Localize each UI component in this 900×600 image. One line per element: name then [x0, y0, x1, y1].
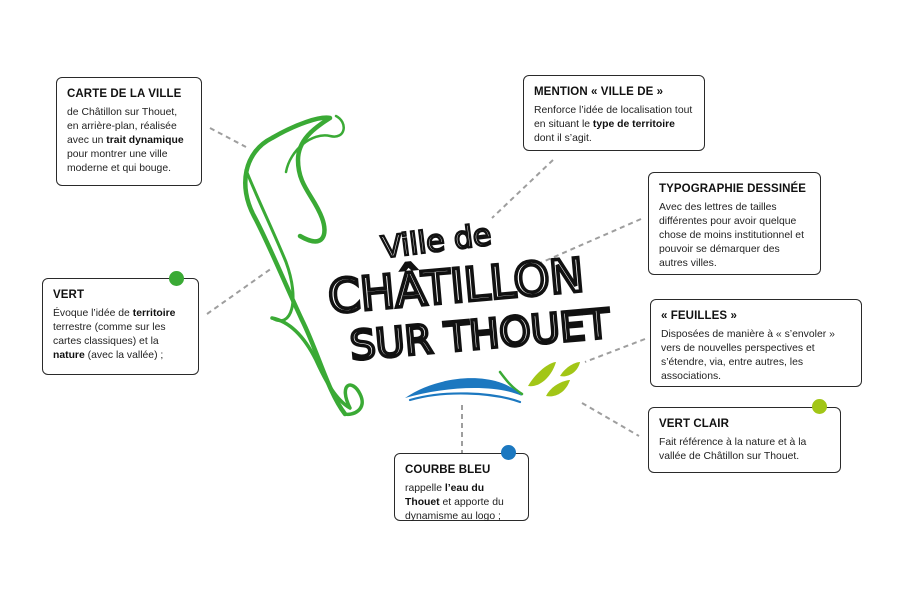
connector-vert: [206, 267, 273, 315]
box-description: rappelle l’eau du Thouet et apporte du d…: [405, 483, 504, 522]
blue-color-dot: [501, 445, 516, 460]
box-description: Renforce l’idée de localisation tout en …: [534, 105, 693, 144]
box-title: COURBE BLEU: [405, 464, 491, 476]
connector-feuilles: [584, 338, 646, 363]
box-title: TYPOGRAPHIE DESSINÉE: [659, 183, 807, 195]
box-description: de Châtillon sur Thouet, en arrière-plan…: [67, 107, 184, 174]
connector-typo: [537, 218, 642, 265]
box-title: CARTE DE LA VILLE: [67, 88, 182, 100]
box-description: Évoque l’idée de territoire terrestre (c…: [53, 308, 176, 361]
box-carte-de-la-ville: CARTE DE LA VILLE de Châtillon sur Thoue…: [56, 77, 202, 186]
box-description: Disposées de manière à « s’envoler » ver…: [661, 329, 835, 382]
leaf-2: [546, 380, 570, 397]
box-typographie-dessinee: TYPOGRAPHIE DESSINÉE Avec des lettres de…: [648, 172, 821, 275]
box-description: Avec des lettres de tailles différentes …: [659, 202, 804, 269]
green-color-dot: [169, 271, 184, 286]
box-vert: VERT Évoque l’idée de territoire terrest…: [42, 278, 199, 375]
box-title: VERT CLAIR: [659, 418, 729, 430]
connector-mention: [491, 159, 554, 219]
box-title: VERT: [53, 289, 85, 301]
box-courbe-bleu: COURBE BLEU rappelle l’eau du Thouet et …: [394, 453, 529, 522]
connector-lines: [206, 127, 646, 454]
map-outline: [243, 114, 524, 417]
connector-vertclair: [581, 402, 640, 437]
box-vert-clair: VERT CLAIR Fait référence à la nature et…: [648, 407, 841, 473]
box-title: MENTION « VILLE DE »: [534, 86, 664, 98]
light-green-color-dot: [812, 399, 827, 414]
box-mention-ville-de: MENTION « VILLE DE » Renforce l’idée de …: [523, 75, 705, 151]
leaf-1: [528, 362, 556, 387]
box-title: « FEUILLES »: [661, 310, 737, 322]
logo-wordmark: Ville de CHÂTILLON SUR THOUET: [324, 216, 614, 371]
leaf-3: [560, 362, 580, 377]
box-description: Fait référence à la nature et à la vallé…: [659, 437, 807, 462]
leaves: [528, 362, 580, 397]
connector-carte: [209, 127, 247, 148]
box-feuilles: « FEUILLES » Disposées de manière à « s’…: [650, 299, 862, 387]
blue-curve: [405, 378, 522, 404]
